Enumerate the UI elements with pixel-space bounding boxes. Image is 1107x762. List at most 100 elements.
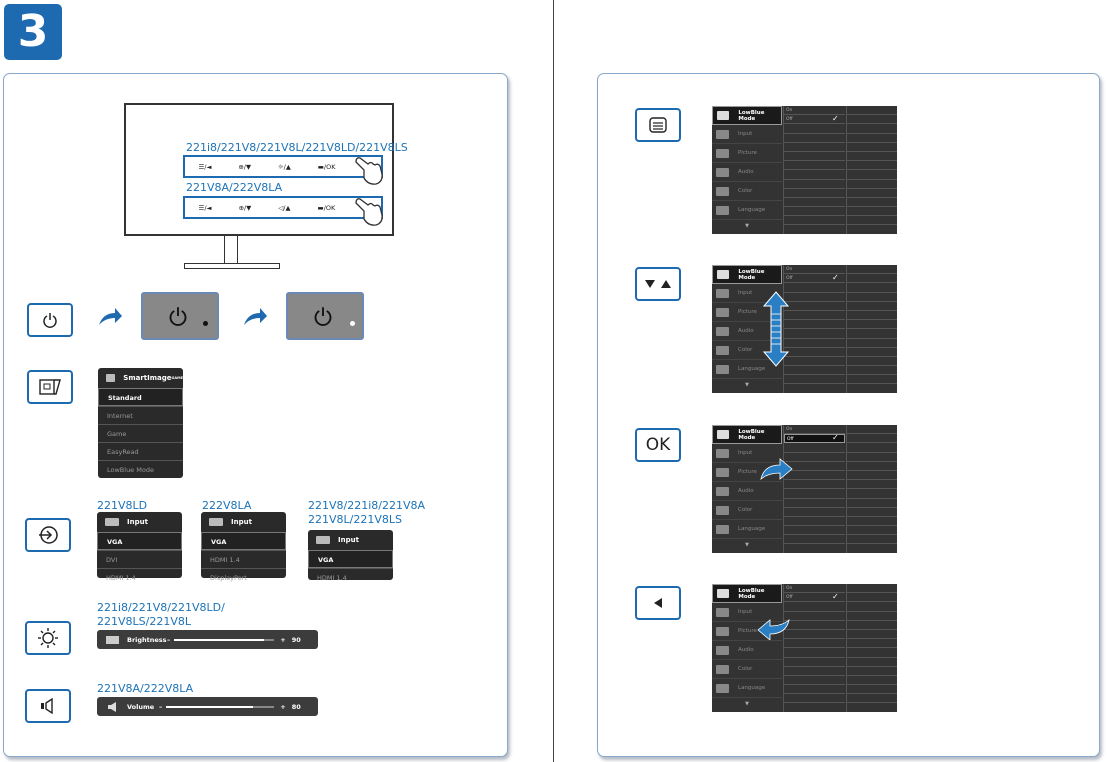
osd-empty-cell — [847, 434, 897, 444]
menu-left-button-label[interactable]: ☰/◄ — [198, 203, 212, 212]
osd-menu-item[interactable]: LowBlue Mode — [712, 265, 782, 284]
smartimage-item[interactable]: Standard — [98, 388, 183, 406]
brightness-track[interactable] — [174, 638, 275, 641]
osd-empty-cell — [784, 443, 845, 453]
input-item[interactable]: VGA — [201, 532, 286, 550]
menu-left-button-label[interactable]: ☰/◄ — [198, 162, 212, 171]
input-button[interactable] — [25, 518, 71, 552]
monitor-base — [184, 263, 280, 269]
osd-menu-item[interactable]: Language — [712, 679, 782, 698]
slider-plus-icon[interactable]: + — [280, 635, 286, 644]
osd-option[interactable]: Off — [784, 593, 845, 603]
input-model-label-3: 221V8/221i8/221V8A 221V8L/221V8LS — [308, 499, 426, 526]
input-item[interactable]: HDMI 1.4 — [97, 568, 182, 586]
osd-option[interactable]: On — [784, 425, 845, 435]
volume-slider-bar: Volume – + 80 — [97, 697, 318, 716]
slider-minus-icon[interactable]: – — [167, 635, 171, 644]
smartimage-item[interactable]: Internet — [98, 406, 183, 424]
osd-menu-item-icon — [716, 345, 729, 355]
osd-empty-cell — [847, 508, 897, 517]
osd-menu-item[interactable]: Audio — [712, 641, 782, 660]
slider-plus-icon[interactable]: + — [280, 702, 286, 711]
input-model-label-1: 221V8LD — [97, 499, 148, 512]
osd-menu-item[interactable]: LowBlue Mode — [712, 584, 782, 603]
ok-button-label[interactable]: ▬/OK — [317, 203, 336, 212]
brightness-up-button-label[interactable]: ☼/▲ — [277, 162, 291, 171]
osd-empty-cell — [847, 425, 897, 435]
osd-menu-item[interactable]: Picture — [712, 622, 782, 641]
osd-menu-item[interactable]: Picture — [712, 144, 782, 163]
input-item[interactable]: HDMI 1.4 — [308, 568, 393, 586]
osd-menu-item[interactable]: Input — [712, 444, 782, 463]
osd-empty-cell — [784, 302, 845, 311]
input-item[interactable]: VGA — [97, 532, 182, 550]
osd-menu-item-icon — [716, 524, 729, 534]
osd-empty-cell — [847, 348, 897, 357]
osd-option[interactable]: On — [784, 584, 845, 594]
osd-option[interactable]: Off — [784, 274, 845, 284]
left-back-button[interactable] — [635, 586, 681, 620]
osd-empty-cell — [847, 198, 897, 208]
ok-button[interactable]: OK — [635, 428, 681, 462]
volume-button[interactable] — [25, 689, 71, 723]
osd-empty-cell — [784, 471, 845, 481]
smartimage-item[interactable]: Game — [98, 424, 183, 442]
osd-menu-item[interactable]: Language — [712, 201, 782, 220]
osd-option[interactable]: On — [784, 265, 845, 275]
osd-menu-item-icon — [716, 486, 729, 496]
power-button[interactable] — [27, 303, 73, 337]
input-item[interactable]: DVI — [97, 550, 182, 568]
input-model-label-2: 222V8LA — [202, 499, 252, 512]
smartimage-item[interactable]: LowBlue Mode — [98, 460, 183, 478]
input-item[interactable]: HDMI 1.4 — [201, 550, 286, 568]
brightness-button[interactable] — [25, 621, 71, 655]
osd-menu-item[interactable]: Color — [712, 660, 782, 679]
osd-menu-item[interactable]: Picture — [712, 463, 782, 482]
osd-menu-item[interactable]: Input — [712, 603, 782, 622]
down-up-button[interactable] — [635, 267, 681, 301]
osd-menu-item[interactable]: LowBlue Mode — [712, 425, 782, 444]
osd-empty-cell — [847, 124, 897, 134]
osd-option[interactable]: Off — [784, 434, 845, 444]
osd-menu-item[interactable]: Audio — [712, 163, 782, 182]
osd-menu-item[interactable]: Audio — [712, 482, 782, 501]
menu-button[interactable] — [635, 108, 681, 142]
hand-pointer-icon — [355, 157, 383, 185]
osd-menu-item[interactable]: Audio — [712, 322, 782, 341]
osd-menu-item[interactable]: Picture — [712, 303, 782, 322]
osd-option[interactable]: Off — [784, 115, 845, 125]
smartimage-button[interactable] — [27, 370, 73, 404]
input-item[interactable]: DisplayPort — [201, 568, 286, 586]
osd-empty-cell — [784, 602, 845, 612]
volume-up-button-label[interactable]: ◁/▲ — [278, 203, 291, 212]
osd-empty-cell — [784, 621, 845, 630]
volume-track[interactable] — [166, 705, 275, 708]
osd-option[interactable]: On — [784, 106, 845, 116]
input-item[interactable]: VGA — [308, 550, 393, 568]
osd-menu-item-label: LowBlue Mode — [738, 109, 765, 122]
osd-menu-item-label: Language — [738, 685, 766, 691]
osd-empty-cell — [784, 453, 845, 462]
osd-empty-cell — [847, 329, 897, 339]
osd-menu-item[interactable]: Language — [712, 520, 782, 539]
osd-menu-item[interactable]: Color — [712, 501, 782, 520]
osd-menu-item[interactable]: Color — [712, 341, 782, 360]
osd-menu-item[interactable]: Input — [712, 284, 782, 303]
osd-menu-item-label: Picture — [738, 628, 757, 634]
monitor-neck — [224, 235, 238, 265]
button-strip-2: ☰/◄ ⊕/▼ ◁/▲ ▬/OK ⏻ — [183, 196, 383, 219]
smartimage-item[interactable]: EasyRead — [98, 442, 183, 460]
osd-menu-item[interactable]: LowBlue Mode — [712, 106, 782, 125]
osd-empty-cell — [784, 526, 845, 536]
osd-menu-item[interactable]: Input — [712, 125, 782, 144]
input-down-button-label[interactable]: ⊕/▼ — [238, 203, 252, 212]
osd-menu-item[interactable]: Language — [712, 360, 782, 379]
left-triangle-icon — [654, 598, 662, 608]
ok-button-label[interactable]: ▬/OK — [317, 162, 336, 171]
osd-menu-item[interactable]: Color — [712, 182, 782, 201]
input-down-button-label[interactable]: ⊕/▼ — [238, 162, 251, 171]
slider-minus-icon[interactable]: – — [159, 702, 163, 711]
osd-empty-cell — [784, 207, 845, 217]
osd-empty-cell — [784, 612, 845, 621]
